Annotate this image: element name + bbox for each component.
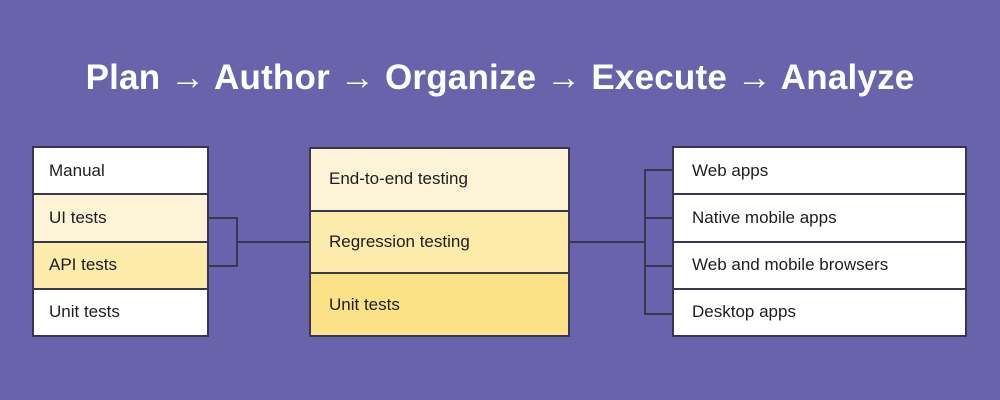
list-item[interactable]: Desktop apps (674, 289, 965, 335)
list-item[interactable]: Native mobile apps (674, 195, 965, 243)
list-item[interactable]: End-to-end testing (311, 149, 568, 212)
test-levels-column: End-to-end testing Regression testing Un… (309, 147, 570, 337)
list-item[interactable]: Unit tests (311, 274, 568, 336)
connector-right-bracket-spine (644, 169, 646, 315)
connector-right-bracket-tick-1 (644, 169, 673, 171)
list-item[interactable]: Web apps (674, 148, 965, 196)
test-types-column: Manual UI tests API tests Unit tests (32, 146, 209, 337)
connector-right-bracket-tick-4 (644, 313, 673, 315)
connector-left-bracket-tick-api (208, 265, 237, 267)
list-item[interactable]: Regression testing (311, 211, 568, 275)
connector-right-bracket-tick-3 (644, 265, 673, 267)
connector-right-bracket-tick-2 (644, 217, 673, 219)
list-item[interactable]: UI tests (34, 195, 207, 243)
target-platforms-column: Web apps Native mobile apps Web and mobi… (672, 146, 967, 337)
list-item[interactable]: Unit tests (34, 289, 207, 335)
list-item[interactable]: Manual (34, 148, 207, 196)
list-item[interactable]: Web and mobile browsers (674, 242, 965, 290)
page-title: Plan → Author → Organize → Execute → Ana… (85, 58, 915, 97)
connector-left-bracket-stem (236, 241, 310, 243)
connector-right-bracket-stem (569, 241, 646, 243)
list-item[interactable]: API tests (34, 242, 207, 290)
connector-left-bracket-tick-ui (208, 217, 237, 219)
